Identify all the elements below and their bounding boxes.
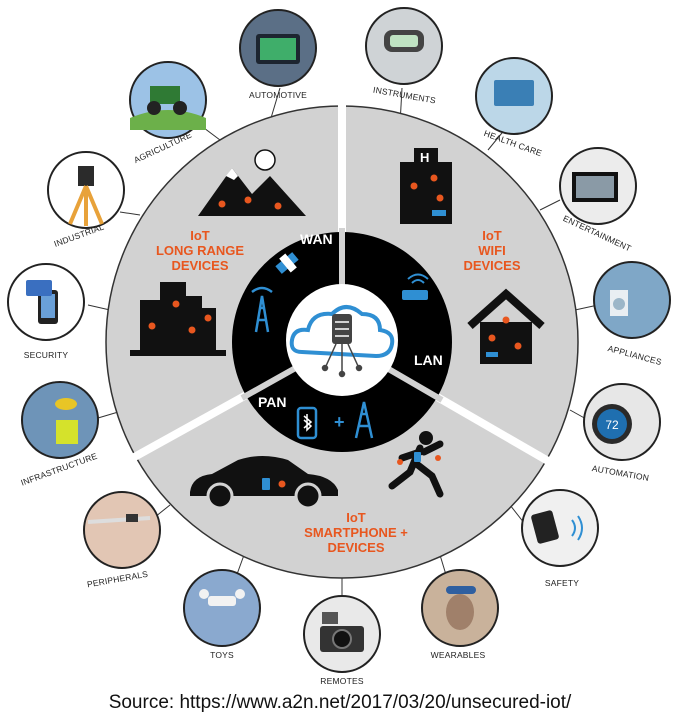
automation-label: AUTOMATION bbox=[591, 463, 650, 483]
category-instruments: INSTRUMENTS bbox=[366, 8, 442, 106]
category-remotes: REMOTES bbox=[304, 596, 380, 686]
category-automation: 72 AUTOMATION bbox=[584, 384, 660, 483]
pan-label: PAN bbox=[258, 394, 287, 410]
remotes-label: REMOTES bbox=[320, 676, 364, 686]
category-peripherals: PERIPHERALS bbox=[84, 492, 160, 589]
category-health-care: HEALTH CARE bbox=[476, 58, 552, 158]
appliances-label: APPLIANCES bbox=[607, 343, 663, 367]
wearables-label: WEARABLES bbox=[431, 650, 486, 660]
category-safety: SAFETY bbox=[522, 490, 598, 588]
svg-text:WIFI: WIFI bbox=[478, 243, 505, 258]
toys-label: TOYS bbox=[210, 650, 234, 660]
category-toys: TOYS bbox=[184, 570, 260, 660]
source-caption: Source: https://www.a2n.net/2017/03/20/u… bbox=[0, 692, 680, 714]
category-entertainment: ENTERTAINMENT bbox=[560, 148, 636, 253]
thermostat-value: 72 bbox=[605, 418, 619, 432]
svg-text:IoT: IoT bbox=[482, 228, 502, 243]
svg-text:IoT: IoT bbox=[190, 228, 210, 243]
lan-label: LAN bbox=[414, 352, 443, 368]
automotive-label: AUTOMOTIVE bbox=[249, 90, 307, 100]
svg-text:DEVICES: DEVICES bbox=[463, 258, 520, 273]
category-agriculture: AGRICULTURE bbox=[130, 62, 206, 165]
peripherals-label: PERIPHERALS bbox=[86, 569, 149, 590]
instruments-label: INSTRUMENTS bbox=[372, 85, 436, 106]
security-label: SECURITY bbox=[24, 350, 69, 360]
safety-label: SAFETY bbox=[545, 578, 579, 588]
plus-sign: + bbox=[334, 412, 345, 432]
category-security: SECURITY bbox=[8, 264, 84, 360]
category-wearables: WEARABLES bbox=[422, 570, 498, 660]
svg-text:IoT: IoT bbox=[346, 510, 366, 525]
svg-text:SMARTPHONE +: SMARTPHONE + bbox=[304, 525, 408, 540]
svg-text:DEVICES: DEVICES bbox=[171, 258, 228, 273]
category-infrastructure: INFRASTRUCTURE bbox=[19, 382, 98, 488]
category-automotive: AUTOMOTIVE bbox=[240, 10, 316, 100]
category-industrial: INDUSTRIAL bbox=[48, 152, 124, 249]
svg-text:LONG RANGE: LONG RANGE bbox=[156, 243, 244, 258]
category-appliances: APPLIANCES bbox=[594, 262, 670, 367]
server-icon bbox=[332, 314, 352, 344]
svg-text:H: H bbox=[420, 150, 429, 165]
svg-text:DEVICES: DEVICES bbox=[327, 540, 384, 555]
wan-label: WAN bbox=[300, 231, 333, 247]
